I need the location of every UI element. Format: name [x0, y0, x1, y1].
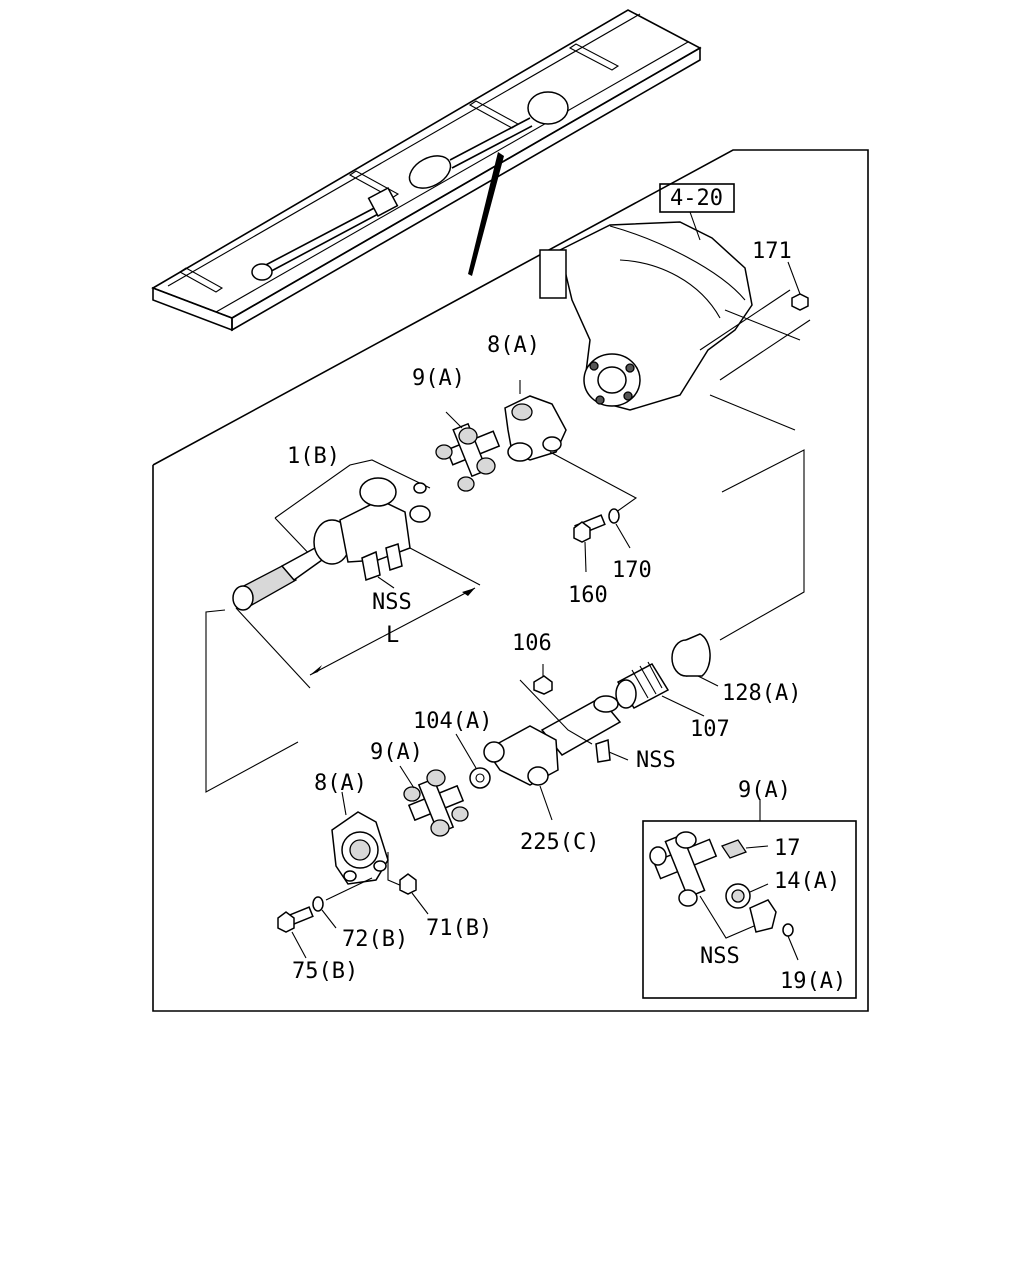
label-part-171: 171 [752, 239, 792, 264]
label-part-128a: 128(A) [722, 681, 801, 706]
label-part-107: 107 [690, 717, 730, 742]
grease-fitting-106 [533, 664, 553, 695]
inset-kit-box [642, 799, 857, 999]
differential-housing [539, 183, 811, 431]
alignment-line-right [719, 449, 805, 641]
bolt-75b [277, 906, 314, 959]
label-part-14a: 14(A) [774, 869, 840, 894]
dust-boot-107 [615, 661, 705, 717]
flange-yoke-upper [504, 380, 638, 516]
flange-yoke-lower [331, 791, 403, 887]
label-part-75b: 75(B) [292, 959, 358, 984]
label-nss-left: NSS [372, 590, 412, 615]
label-ref-4-20: 4-20 [670, 186, 723, 211]
slip-seal-128a [671, 633, 719, 687]
label-nss-mid: NSS [636, 748, 676, 773]
label-nss-inset: NSS [700, 944, 740, 969]
label-part-160: 160 [568, 583, 608, 608]
washer-72b [312, 877, 373, 929]
alignment-line-left [205, 609, 299, 793]
label-part-1b: 1(B) [287, 444, 340, 469]
label-part-17: 17 [774, 836, 801, 861]
label-part-9a-top: 9(A) [412, 366, 465, 391]
nut-71b [399, 873, 429, 915]
washer-170 [608, 508, 631, 549]
label-part-71b: 71(B) [426, 916, 492, 941]
label-part-8a-bottom: 8(A) [314, 771, 367, 796]
label-part-19a: 19(A) [780, 969, 846, 994]
label-part-104a: 104(A) [413, 709, 492, 734]
vehicle-frame-overview [151, 9, 702, 332]
universal-joint-lower [399, 765, 469, 837]
callout-border [152, 149, 869, 1012]
universal-joint-upper [435, 411, 501, 492]
label-dimension-l: L [386, 623, 399, 648]
label-part-9a-mid: 9(A) [370, 740, 423, 765]
bolt-160 [573, 514, 606, 573]
label-part-225c: 225(C) [520, 830, 599, 855]
label-part-106: 106 [512, 631, 552, 656]
label-part-72b: 72(B) [342, 927, 408, 952]
slip-yoke-shaft-1b [232, 459, 481, 689]
label-part-8a-top: 8(A) [487, 333, 540, 358]
label-part-170: 170 [612, 558, 652, 583]
label-inset-9a: 9(A) [738, 778, 791, 803]
washer-104a [455, 733, 491, 789]
shaft-tube-225c [483, 679, 629, 821]
reference-box-4-20 [659, 183, 735, 213]
